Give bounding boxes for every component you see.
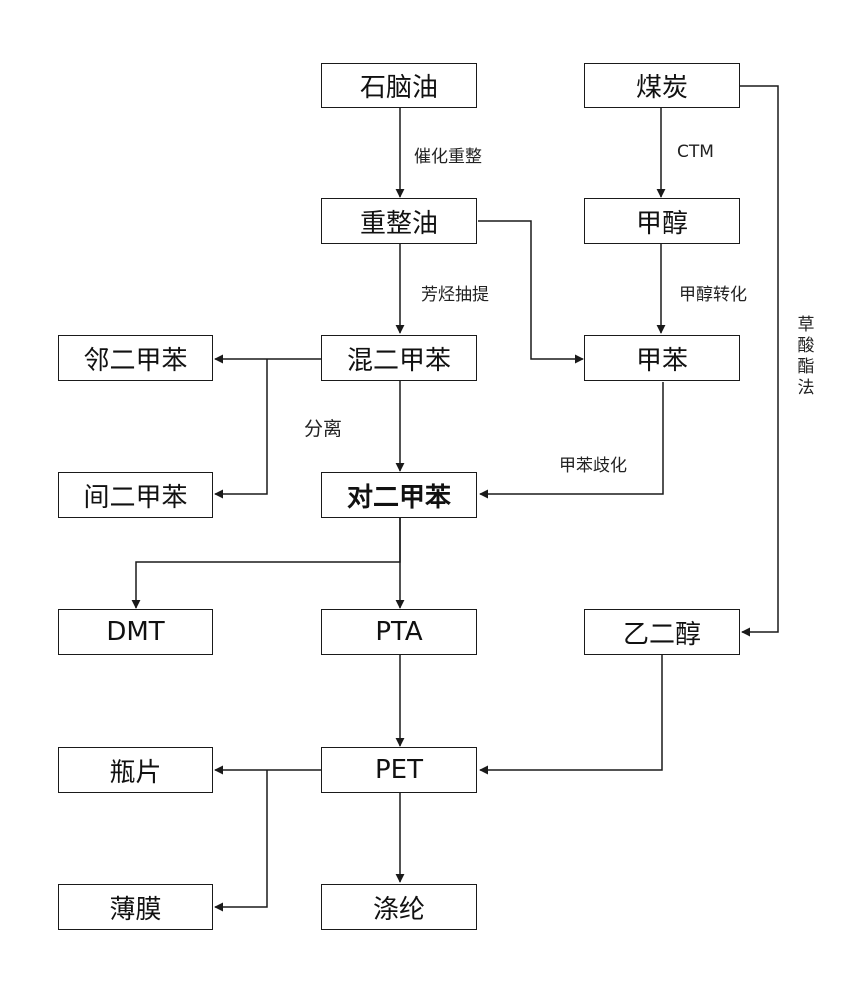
node-polyester-fiber: 涤纶 [321,884,477,930]
edge-toluene-p-xylene [479,382,664,499]
edge-reformate-toluene [478,220,584,364]
node-film: 薄膜 [58,884,213,930]
node-pet: PET [321,747,477,793]
edge-mixed-xylene-m-xylene [214,359,268,499]
edge-pet-film [214,770,268,912]
node-mixed-xylene: 混二甲苯 [321,335,477,381]
label-methanol-conversion: 甲醇转化 [679,285,747,305]
edge-coal-ethylene-glycol [740,85,779,637]
node-p-xylene: 对二甲苯 [321,472,477,518]
node-dmt: DMT [58,609,213,655]
label-aromatic-extraction: 芳烃抽提 [421,285,489,305]
label-ctm: CTM [677,142,714,162]
label-catalytic-reforming: 催化重整 [414,147,482,167]
node-o-xylene: 邻二甲苯 [58,335,213,381]
label-oxalate-method: 草酸酯法 [797,315,815,398]
node-naphtha: 石脑油 [321,63,477,108]
node-reformate: 重整油 [321,198,477,244]
edge-ethylene-glycol-pet [479,655,663,775]
label-separation: 分离 [304,418,343,440]
node-m-xylene: 间二甲苯 [58,472,213,518]
node-bottle-chip: 瓶片 [58,747,213,793]
node-toluene: 甲苯 [584,335,740,381]
node-coal: 煤炭 [584,63,740,108]
node-ethylene-glycol: 乙二醇 [584,609,740,655]
node-pta: PTA [321,609,477,655]
label-toluene-disproportionation: 甲苯歧化 [559,456,627,476]
edge-p-xylene-dmt [131,518,401,609]
node-methanol: 甲醇 [584,198,740,244]
